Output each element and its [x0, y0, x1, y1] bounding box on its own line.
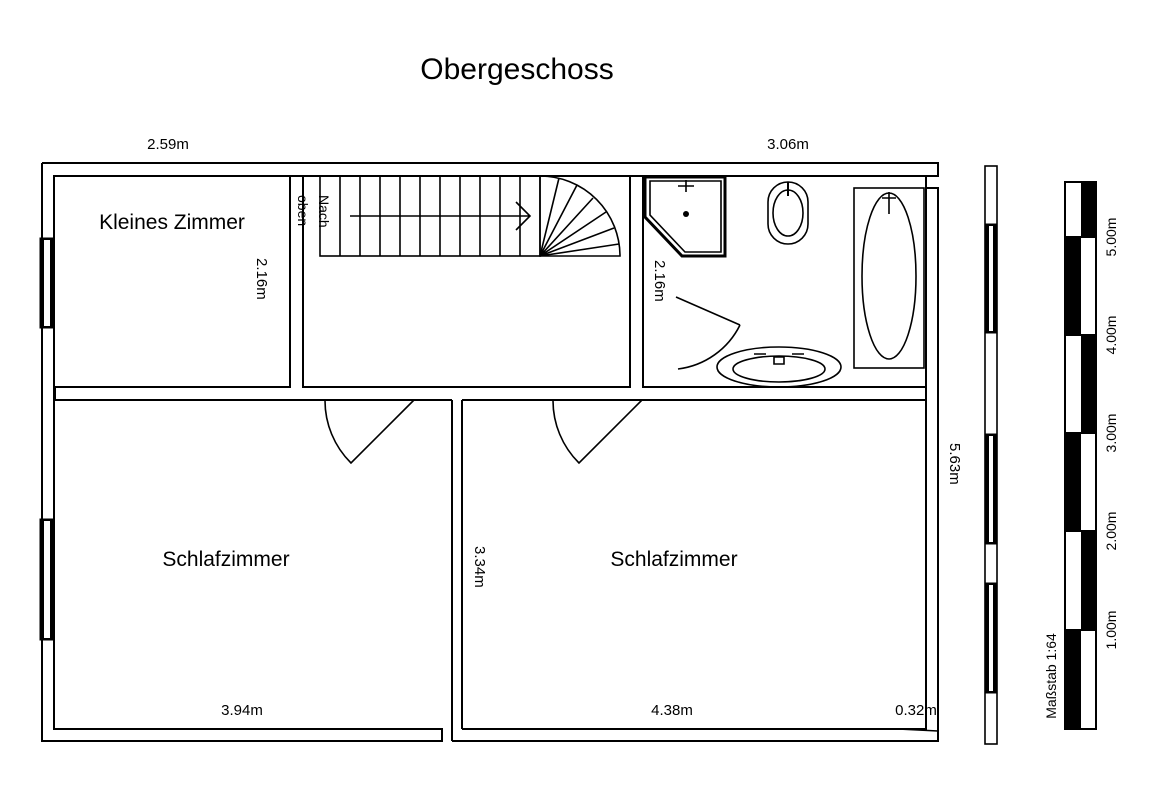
- room-label-bedroom-right: Schlafzimmer: [610, 548, 737, 571]
- window-small-room-glass: [44, 240, 50, 326]
- bathroom-fixtures: [643, 175, 925, 388]
- scale-tick-2: 2.00m: [1103, 512, 1119, 551]
- scale-tick-1: 1.00m: [1103, 611, 1119, 650]
- scale-tick-5: 5.00m: [1103, 218, 1119, 257]
- outer-walls: [41, 162, 939, 742]
- door-bathroom: [675, 296, 741, 370]
- wall-top: [42, 162, 939, 177]
- hall-wall-left: [54, 387, 452, 401]
- shower-tray: [643, 175, 727, 258]
- dim-wall-offset: 0.32m: [895, 702, 937, 719]
- dim-bathroom-height: 2.16m: [651, 260, 668, 302]
- scale-bar: 1.00m 2.00m 3.00m 4.00m 5.00m Maßstab 1:…: [1043, 181, 1119, 730]
- door-bedroom-right: [552, 399, 643, 465]
- doors: [324, 296, 741, 465]
- dim-top-left: 2.59m: [147, 136, 189, 153]
- bathtub-frame: [853, 187, 925, 369]
- wall-left-bottom: [41, 163, 443, 742]
- side-elevation: [984, 165, 998, 745]
- stair-hall-outline: [302, 175, 631, 388]
- wall-right-bottom: [452, 187, 939, 742]
- bathtub-icon: [861, 192, 917, 360]
- dim-top-right: 3.06m: [767, 136, 809, 153]
- windows: [39, 237, 55, 641]
- dim-bedroom-right-width: 4.38m: [651, 702, 693, 719]
- sink-tap-icon: [754, 353, 804, 365]
- door-bedroom-left: [324, 399, 415, 465]
- shower-tap-icon: [678, 180, 694, 192]
- staircase: Nach oben: [295, 175, 621, 257]
- stair-label-oben: oben: [295, 195, 311, 226]
- stair-direction-arrow-icon: [350, 201, 532, 231]
- shower-inner: [649, 180, 722, 253]
- sink-icon: [716, 346, 842, 388]
- bathtub-tap-icon: [882, 192, 896, 214]
- toilet-bowl: [772, 189, 804, 237]
- dim-bedroom-left-width: 3.94m: [221, 702, 263, 719]
- stair-winder-treads: [539, 177, 620, 257]
- dim-bedroom-height: 3.34m: [471, 546, 488, 588]
- sink-basin: [732, 355, 826, 383]
- window-bedroom-left-glass: [44, 521, 50, 638]
- scale-tick-3: 3.00m: [1103, 414, 1119, 453]
- room-label-bedroom-left: Schlafzimmer: [162, 548, 289, 571]
- scale-tick-4: 4.00m: [1103, 316, 1119, 355]
- stair-label-nach: Nach: [316, 195, 332, 228]
- shower-drain-icon: [683, 211, 689, 217]
- interior-walls: [53, 175, 927, 741]
- dim-total-height: 5.63m: [946, 443, 963, 485]
- wall-offset-marker: [897, 728, 939, 732]
- dim-small-room-height: 2.16m: [253, 258, 270, 300]
- plan-title: Obergeschoss: [420, 53, 613, 86]
- scale-label: Maßstab 1:64: [1043, 633, 1059, 719]
- room-label-small-room: Kleines Zimmer: [99, 211, 245, 234]
- bedroom-divider-wall: [451, 399, 926, 741]
